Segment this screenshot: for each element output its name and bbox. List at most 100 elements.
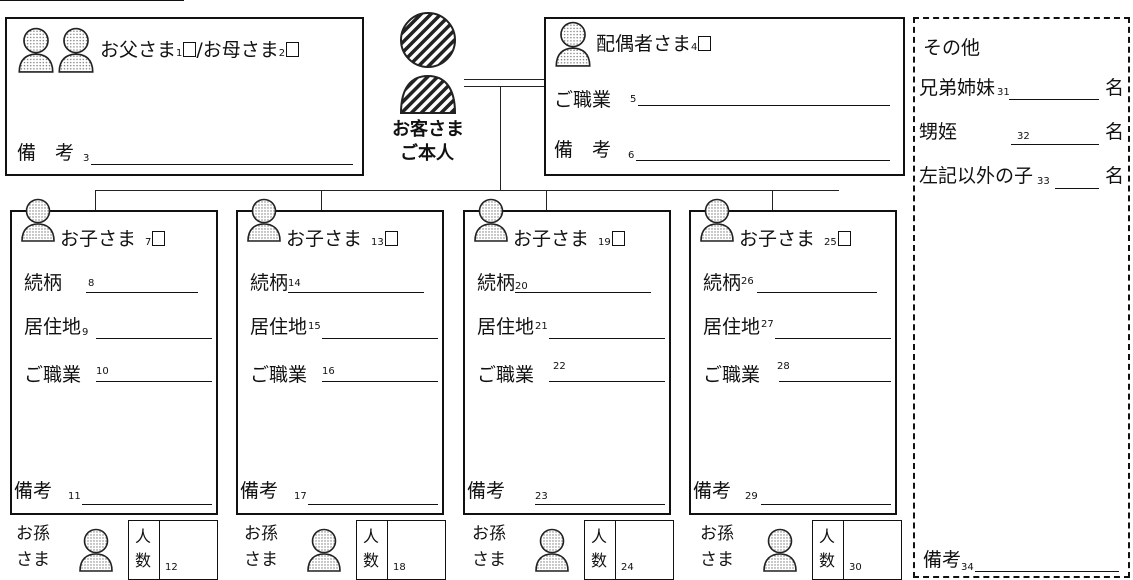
nephews-count-field[interactable] [1011, 144, 1099, 145]
spouse-number: 4 [691, 42, 698, 53]
child-1-job-field[interactable] [96, 381, 212, 382]
siblings-count-field[interactable] [1009, 99, 1099, 100]
grandchild-4-count-label-1: 人 [819, 527, 836, 546]
child-3-drop-line [546, 190, 547, 210]
family-stem-line [500, 87, 501, 190]
father-person-icon [17, 27, 55, 73]
mother-checkbox[interactable] [286, 42, 300, 57]
mother-person-icon [57, 27, 95, 73]
child-2-relation-label: 続柄 [250, 272, 289, 294]
other-remarks-field[interactable] [975, 571, 1119, 572]
grandchild-1-count-number: 12 [165, 562, 178, 573]
spouse-remarks-field[interactable] [636, 160, 890, 161]
child-4-relation-label: 続柄 [703, 272, 742, 294]
spouse-job-number: 5 [630, 94, 637, 105]
child-3-relation-field[interactable] [515, 292, 651, 293]
mother-number: 2 [278, 48, 286, 59]
child-2-relation-number: 14 [288, 278, 301, 289]
parents-remarks-field[interactable] [91, 164, 353, 165]
child-4-job-field[interactable] [779, 381, 891, 382]
grandchild-1-person-icon [78, 528, 114, 572]
grandchild-2-count-box[interactable]: 人 数 18 [356, 520, 446, 580]
child-4-person-icon [699, 198, 735, 242]
children-bar-line [95, 190, 839, 191]
child-1-checkbox[interactable] [152, 231, 166, 246]
child-1-relation-field[interactable] [86, 292, 198, 293]
other-children-count-field[interactable] [1055, 188, 1099, 189]
child-2-residence-field[interactable] [322, 338, 438, 339]
grandchild-3-count-label-2: 数 [591, 551, 608, 570]
marriage-line-top [464, 79, 544, 80]
grandchild-2-count-label-2: 数 [363, 551, 380, 570]
grandchild-3-count-box[interactable]: 人 数 24 [584, 520, 674, 580]
child-3-remarks-field[interactable] [535, 504, 665, 505]
grandchild-3-person-icon [534, 528, 570, 572]
grandchild-1-count-box[interactable]: 人 数 12 [128, 520, 218, 580]
child-3-residence-field[interactable] [549, 338, 665, 339]
child-4-remarks-field[interactable] [761, 504, 891, 505]
child-1-person-icon [20, 198, 56, 242]
grandchild-2-count-number: 18 [393, 562, 406, 573]
child-2-job-number: 16 [322, 366, 335, 377]
grandchild-4-count-number: 30 [849, 562, 862, 573]
other-relatives-box: その他 兄弟姉妹 31 名 甥姪 32 名 左記以外の子 33 名 備考 34 [913, 17, 1130, 578]
child-2-job-label: ご職業 [250, 364, 308, 386]
father-checkbox[interactable] [183, 42, 197, 57]
child-3-checkbox[interactable] [611, 231, 625, 246]
other-title: その他 [923, 37, 981, 59]
siblings-number: 31 [997, 87, 1010, 98]
grandchild-2-label-line1: お孫 [244, 524, 278, 544]
child-2-checkbox[interactable] [384, 231, 398, 246]
spouse-checkbox[interactable] [698, 36, 712, 51]
child-2-remarks-number: 17 [294, 491, 307, 502]
parents-remarks-number: 3 [83, 153, 90, 164]
grandchild-2-person-icon [306, 528, 342, 572]
child-4-number: 25 [824, 237, 837, 248]
grandchild-group-1: お孫 さま 人 数 12 [16, 520, 226, 580]
child-2-remarks-field[interactable] [308, 504, 438, 505]
parents-box-top-rule [0, 0, 184, 1]
grandchild-1-label-line1: お孫 [16, 524, 50, 544]
child-3-label: お子さま [513, 228, 590, 250]
child-1-remarks-number: 11 [68, 491, 81, 502]
child-1-label: お子さま [60, 228, 137, 250]
child-4-residence-field[interactable] [775, 338, 891, 339]
grandchild-group-2: お孫 さま 人 数 18 [244, 520, 454, 580]
child-4-relation-number: 26 [741, 276, 754, 287]
child-4-job-number: 28 [777, 361, 790, 372]
child-2-label: お子さま [286, 228, 363, 250]
self-label-line2: ご本人 [400, 143, 454, 164]
child-1-remarks-label: 備考 [14, 480, 53, 502]
child-4-relation-field[interactable] [757, 292, 877, 293]
siblings-label: 兄弟姉妹 [919, 77, 996, 99]
child-3-job-label: ご職業 [477, 364, 535, 386]
child-2-residence-number: 15 [308, 321, 321, 332]
grandchild-4-label-line2: さま [700, 550, 734, 570]
child-1-number: 7 [145, 237, 152, 248]
child-3-job-field[interactable] [549, 381, 665, 382]
child-1-residence-field[interactable] [96, 338, 212, 339]
grandchild-4-count-box[interactable]: 人 数 30 [812, 520, 902, 580]
nephews-number: 32 [1017, 131, 1030, 142]
grandchild-2-label-line2: さま [244, 550, 278, 570]
marriage-line-bottom [464, 86, 544, 87]
spouse-remarks-label: 備 考 [554, 139, 612, 161]
grandchild-4-person-icon [762, 528, 798, 572]
grandchild-1-count-label-2: 数 [135, 551, 152, 570]
child-4-checkbox[interactable] [837, 231, 851, 246]
child-1-remarks-field[interactable] [82, 504, 212, 505]
child-2-remarks-label: 備考 [240, 480, 279, 502]
parents-remarks-label: 備 考 [17, 142, 75, 164]
spouse-job-field[interactable] [638, 105, 890, 106]
grandchild-1-count-label-1: 人 [135, 527, 152, 546]
spouse-remarks-number: 6 [628, 150, 635, 161]
child-2-relation-field[interactable] [288, 292, 424, 293]
child-1-residence-label: 居住地 [24, 316, 82, 338]
child-2-person-icon [246, 198, 282, 242]
child-2-job-field[interactable] [322, 381, 438, 382]
